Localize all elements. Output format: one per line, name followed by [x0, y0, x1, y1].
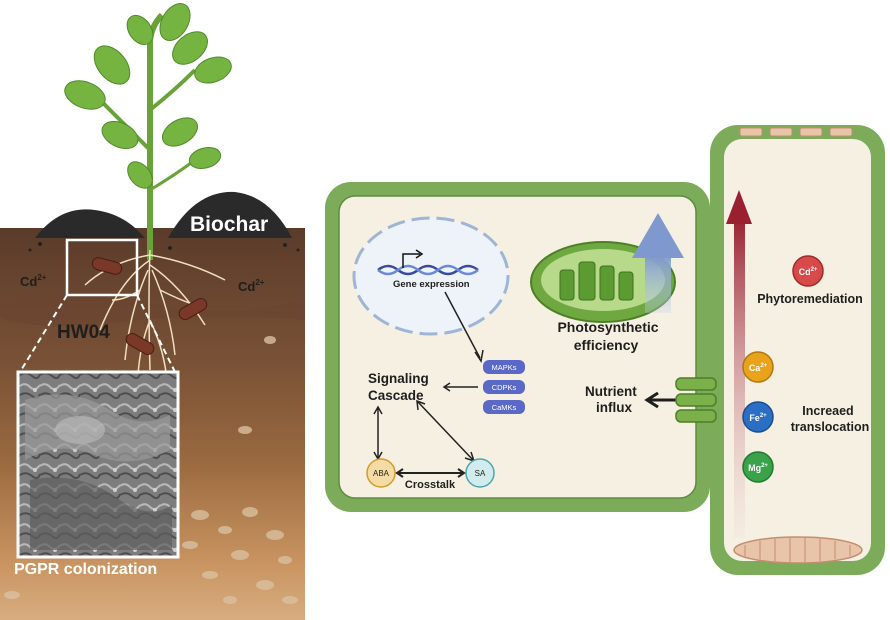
biochar-label: Biochar — [190, 213, 268, 236]
dna-helix-icon — [377, 249, 479, 276]
arrowhead — [457, 468, 466, 478]
vessel-bottom-plate — [733, 536, 863, 564]
arrowhead — [474, 349, 484, 363]
arrowhead — [644, 391, 659, 409]
photosynthetic-label-line1: Photosynthetic — [557, 319, 658, 335]
cadmium-label-left: Cd2+ — [20, 273, 47, 289]
sa-label: SA — [475, 469, 486, 478]
svg-text:Mg2+: Mg2+ — [748, 463, 768, 473]
kinase-label: CDPKs — [492, 383, 517, 392]
translocation-label-line1: Increaed — [802, 404, 853, 418]
sem-micrograph — [16, 370, 180, 559]
kinase-label: MAPKs — [491, 363, 516, 372]
arrowhead — [395, 468, 404, 478]
kinase-label: CaMKs — [492, 403, 517, 412]
chloroplast-icon — [530, 241, 676, 323]
cascade-sa-link — [417, 401, 474, 461]
svg-text:Cd2+: Cd2+ — [799, 267, 818, 277]
kinase-pill — [483, 400, 525, 414]
ion-cd: Cd2+ — [792, 255, 824, 287]
crosstalk-label: Crosstalk — [405, 479, 456, 491]
photosynthesis-up-arrow — [632, 213, 684, 313]
kinase-pill — [483, 360, 525, 374]
translocation-up-arrow — [734, 218, 745, 538]
ion-mg: Mg2+ — [742, 451, 774, 483]
signaling-label-line2: Cascade — [368, 388, 424, 403]
kinase-pill — [483, 380, 525, 394]
zoom-connector-right — [136, 294, 176, 373]
svg-text:Ca2+: Ca2+ — [749, 363, 768, 373]
ion-fe: Fe2+ — [742, 401, 774, 433]
svg-text:Fe2+: Fe2+ — [749, 413, 767, 423]
aba-label: ABA — [373, 469, 390, 478]
biochar-pile-right — [168, 191, 292, 238]
phytoremediation-label: Phytoremediation — [757, 292, 863, 306]
plant — [64, 3, 232, 260]
vessel-top-plate — [739, 127, 853, 137]
nutrient-channel-icon — [675, 377, 717, 423]
aba-node — [366, 458, 396, 488]
micrograph-caption: PGPR colonization — [14, 561, 157, 578]
strain-label: HW04 — [57, 322, 110, 343]
arrowhead — [442, 382, 451, 392]
vessel-plate-stripes — [744, 538, 851, 562]
biochar-pile-left — [35, 209, 145, 238]
plant-cell: Gene expression MAPKs CDPKs CaMKs Signal… — [325, 182, 710, 512]
translocation-label-line2: translocation — [791, 420, 870, 434]
sa-node — [465, 458, 495, 488]
nutrient-label-line1: Nutrient — [585, 384, 637, 399]
gene-to-kinase-arrow — [444, 291, 481, 359]
nutrient-label-line2: influx — [596, 400, 632, 415]
translocation-arrowhead — [726, 190, 752, 224]
bacteria-cells — [91, 257, 208, 355]
arrowhead — [416, 399, 426, 411]
nucleus — [352, 216, 510, 336]
kinase-list: MAPKs CDPKs CaMKs — [483, 360, 525, 414]
signaling-label-line1: Signaling — [368, 371, 429, 386]
photosynthetic-label-line2: efficiency — [574, 337, 639, 353]
soil-pebbles — [4, 336, 298, 604]
xylem-vessel: Cd2+ Phytoremediation Ca2+ Fe2+ Mg2+ Inc… — [675, 125, 885, 575]
zoom-connector-left — [19, 294, 68, 373]
soil-panel: Biochar Cd2+ Cd2+ HW04 PGPR colonization — [0, 3, 305, 620]
vessel-lumen — [724, 139, 871, 561]
zoom-box — [65, 238, 139, 297]
soil-layer — [0, 296, 305, 327]
ion-ca: Ca2+ — [742, 351, 774, 383]
arrowhead — [373, 405, 383, 415]
cadmium-label-right: Cd2+ — [238, 278, 265, 294]
gene-expression-label: Gene expression — [393, 279, 470, 290]
